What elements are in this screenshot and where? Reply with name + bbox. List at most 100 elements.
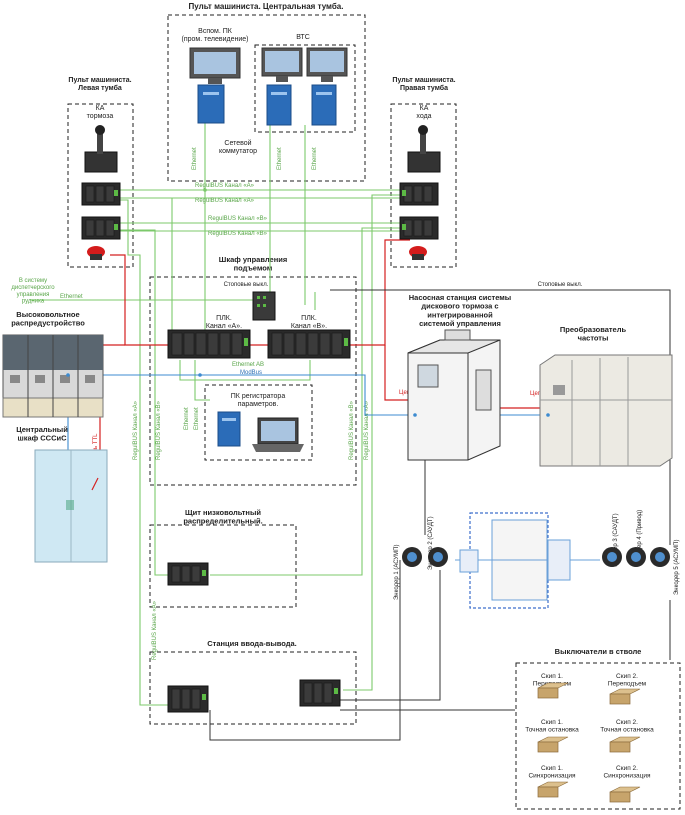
right-io-module-1 xyxy=(399,182,439,206)
vts-monitor-2 xyxy=(306,47,348,82)
wire-label-ethernet-reg2: Ethernet xyxy=(194,407,200,430)
left-console-frame xyxy=(67,103,134,268)
vts-label: ВТС xyxy=(296,34,310,41)
io-station-title: Станция ввода-вывода. xyxy=(207,639,297,648)
skip1-stop-sensor xyxy=(537,736,569,753)
right-console-frame xyxy=(390,103,457,268)
encoder-2 xyxy=(428,547,448,567)
io-station-module-2 xyxy=(299,679,341,707)
drive-controller xyxy=(407,125,441,173)
wire-label-regubus-a-2: RegulBUS Канал «А» xyxy=(195,198,255,204)
hoist-drum xyxy=(455,512,600,609)
wire-label-regubus-a-1: RegulBUS Канал «А» xyxy=(195,183,255,189)
wire-label-modbus-plc: ModBus xyxy=(240,370,262,376)
hv-switchgear xyxy=(2,334,104,418)
skip2-stop-sensor xyxy=(609,736,641,753)
emergency-stop-left xyxy=(87,246,105,260)
encoder1-label: Энкодер 1 (АСУМП) xyxy=(394,545,400,601)
skip2-sync-label: Скип 2.Синхронизация xyxy=(603,765,651,779)
right-console-title: Пульт машиниста.Правая тумба xyxy=(392,77,455,92)
left-io-module-1 xyxy=(81,182,121,206)
registrar-pc-tower xyxy=(217,411,241,447)
central-cabinet xyxy=(34,449,108,563)
skip2-sync-sensor xyxy=(609,786,641,803)
emergency-stop-right xyxy=(409,246,427,260)
shaft-switches-title: Выключатели в стволе xyxy=(555,647,642,656)
post-switch-label: Стоповые выкл. xyxy=(224,282,269,288)
encoder3-label: Энкодер 3 (САУДТ) xyxy=(613,513,619,567)
encoder2-label: Энкодер 2 (САУДТ) xyxy=(428,516,434,570)
lv-panel-frame xyxy=(149,524,297,608)
left-console-title: Пульт машиниста.Левая тумба xyxy=(68,77,131,92)
io-station-frame xyxy=(149,651,357,725)
pump-station xyxy=(407,329,501,461)
center-console-title: Пульт машиниста. Центральная тумба. xyxy=(189,2,344,11)
wire-label-ethernet-dispatch: Ethernet xyxy=(60,294,83,300)
vts-monitor-1 xyxy=(261,47,303,82)
wire-label-ttl-central: Цепь TTL xyxy=(93,433,99,460)
wire-label-ethernet-vts2: Ethernet xyxy=(312,147,318,170)
skip2-lift-label: Скип 2.Переподъем xyxy=(608,673,647,687)
brake-controller xyxy=(84,125,118,173)
wire-label-ethernet-vts1: Ethernet xyxy=(277,147,283,170)
io-station-module-1 xyxy=(167,685,209,713)
encoder-4 xyxy=(626,547,646,567)
skip2-lift-sensor xyxy=(609,688,641,705)
skip1-sync-sensor xyxy=(537,781,569,798)
skip2-stop-label: Скип 2.Точная остановка xyxy=(600,719,654,733)
registrar-laptop xyxy=(252,417,304,452)
wire-label-ethernet-reg1: Ethernet xyxy=(184,407,190,430)
shaft-switches-frame xyxy=(515,662,681,810)
aux-pc-label: Вспом. ПК(пром. телевидение) xyxy=(182,28,249,43)
left-io-module-2 xyxy=(81,216,121,240)
vts-tower-2 xyxy=(311,84,337,126)
aux-pc-tower xyxy=(197,84,225,124)
wire-label-ethernet-ab: Ethernet AB xyxy=(232,362,264,368)
encoder-5 xyxy=(650,547,670,567)
wire-label-regubus-b-1: RegulBUS Канал «В» xyxy=(208,216,268,222)
lv-panel-io-module xyxy=(167,562,209,586)
encoder5-label: Энкодер 5 (АСУМП) xyxy=(674,540,680,596)
center-console-frame xyxy=(167,14,366,182)
wire-label-regubus-a-vertical-2: RegulBUS Канал «А» xyxy=(364,400,370,460)
wire-label-regubus-a-io: RegulBUS Канал «А» xyxy=(152,600,158,660)
junction-dots xyxy=(66,188,550,417)
encoder4-label: Энкодер 4 (Привод) xyxy=(637,510,643,565)
control-cabinet-frame xyxy=(149,276,357,486)
plc-channel-b xyxy=(267,329,351,359)
skip1-sync-label: Скип 1.Синхронизация xyxy=(528,765,576,779)
regubus-wires xyxy=(30,108,400,706)
skip1-stop-label: Скип 1.Точная остановка xyxy=(525,719,579,733)
encoder-1 xyxy=(402,547,422,567)
wire-label-regubus-b-vertical-2: RegulBUS Канал «В» xyxy=(349,400,355,460)
encoder-3 xyxy=(602,547,622,567)
encoder-wires xyxy=(209,289,671,741)
post-switch-right-label: Стоповые выкл. xyxy=(538,282,583,288)
vts-frame xyxy=(254,44,356,133)
plc-a-label: ПЛК.Канал «А». xyxy=(206,315,242,330)
skip1-lift-sensor xyxy=(537,682,569,699)
wire-label-regubus-b-vertical: RegulBUS Канал «В» xyxy=(156,400,162,460)
vts-tower-1 xyxy=(266,84,292,126)
wire-label-regubus-b-2: RegulBUS Канал «В» xyxy=(208,231,268,237)
plc-channel-a xyxy=(167,329,251,359)
right-io-module-2 xyxy=(399,216,439,240)
network-switch-module xyxy=(252,291,276,321)
plc-b-label: ПЛК.Канал «В». xyxy=(291,315,327,330)
wire-label-regubus-a-vertical: RegulBUS Канал «А» xyxy=(133,400,139,460)
aux-pc-monitor xyxy=(189,47,241,84)
frequency-inverter xyxy=(539,354,673,467)
wire-label-ethernet-aux: Ethernet xyxy=(192,147,198,170)
